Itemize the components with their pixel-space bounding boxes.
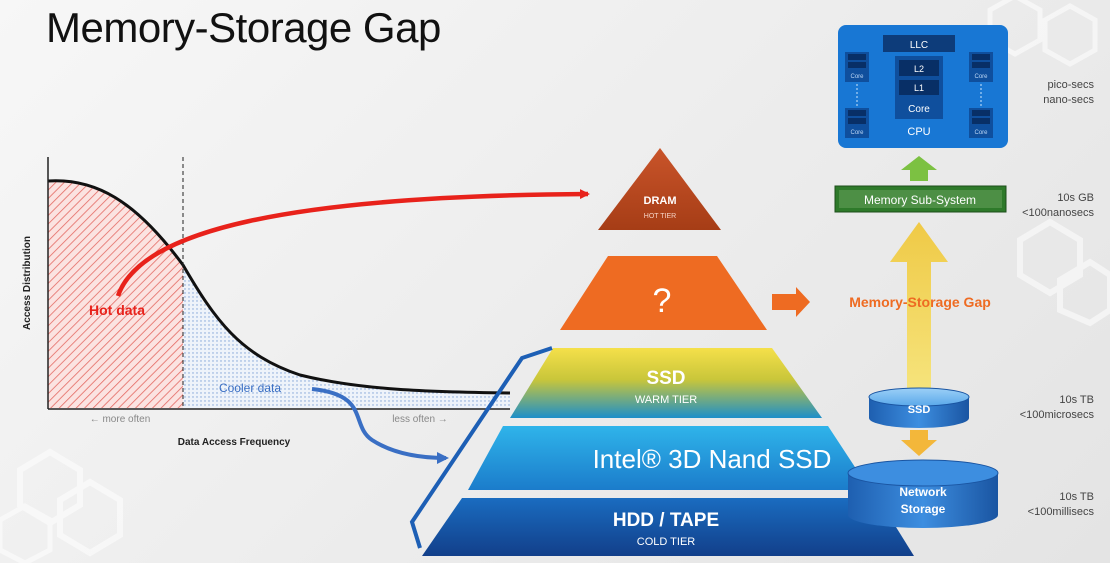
storage-pyramid: DRAM HOT TIER ? SSD WARM TIER Intel® 3D …: [409, 148, 914, 556]
cooler-data-arrow: [311, 387, 449, 464]
dram-sublabel: HOT TIER: [644, 213, 676, 220]
latency-annotations: pico-secs nano-secs 10s GB <100nanosecs …: [1020, 79, 1095, 518]
hot-data-region: [48, 180, 183, 408]
main-l1-label: L1: [914, 83, 924, 93]
slide-title: Memory-Storage Gap: [46, 4, 441, 51]
hdd-tape-label: HDD / TAPE: [613, 510, 719, 531]
yellow-down-arrow: [901, 430, 937, 456]
small-core-label: Core: [850, 130, 864, 136]
llc-block: [883, 35, 955, 52]
small-core-top-right: Core: [969, 52, 993, 82]
green-up-arrow: [901, 156, 937, 181]
dram-label: DRAM: [644, 195, 677, 207]
ssd-cylinder-label: SSD: [908, 404, 931, 416]
small-core-label: Core: [974, 130, 988, 136]
cpu-latency-line1: pico-secs: [1048, 79, 1095, 91]
ssd-tier-sublabel: WARM TIER: [635, 394, 697, 406]
ssd-cylinder-icon: SSD: [868, 387, 970, 428]
hot-data-arrow: [115, 189, 590, 297]
lower-tiers-bracket: [409, 346, 553, 549]
less-often-label: less often →: [392, 414, 448, 425]
access-distribution-chart: Access Distribution Data Access Frequenc…: [22, 157, 590, 464]
cool-data-region: [183, 265, 510, 408]
main-l1-block: [899, 80, 939, 95]
ssd-tier-label: SSD: [646, 368, 685, 389]
main-l2-block: [899, 60, 939, 76]
small-core-top-left: Core: [845, 52, 869, 82]
intel-3d-nand-tier: [468, 426, 870, 490]
hot-data-label: Hot data: [89, 302, 145, 318]
small-core-label: Core: [850, 74, 864, 80]
small-core-label: Core: [974, 74, 988, 80]
small-core-bottom-right: Core: [969, 108, 993, 138]
dram-tier: [598, 148, 721, 230]
ssd-capacity: 10s TB: [1059, 394, 1094, 406]
cooler-data-label: Cooler data: [219, 381, 281, 395]
hdd-tape-tier: [422, 498, 914, 556]
network-capacity: 10s TB: [1059, 491, 1094, 503]
cpu-label: CPU: [907, 126, 930, 138]
ssd-latency: <100microsecs: [1020, 409, 1095, 421]
ssd-warm-tier: [510, 348, 822, 418]
memory-chip-strip: [839, 190, 1002, 208]
memory-subsystem-label: Memory Sub-System: [864, 193, 976, 207]
main-l2-label: L2: [914, 64, 924, 74]
memory-storage-gap-tier: [560, 256, 767, 330]
yellow-up-arrow: [890, 222, 948, 388]
llc-label: LLC: [910, 40, 928, 51]
small-core-bottom-left: Core: [845, 108, 869, 138]
network-storage-cylinder-icon: Network Storage: [847, 459, 999, 528]
more-often-label: ← more often: [90, 414, 151, 425]
network-storage-label-line1: Network: [899, 485, 947, 499]
orange-right-arrow: [772, 287, 810, 317]
network-latency: <100millisecs: [1028, 506, 1095, 518]
gap-question-mark: ?: [653, 282, 672, 320]
memory-latency: <100nanosecs: [1022, 207, 1094, 219]
intel-3d-nand-label: Intel® 3D Nand SSD: [593, 444, 832, 474]
cpu-latency-line2: nano-secs: [1043, 94, 1094, 106]
hdd-tape-sublabel: COLD TIER: [637, 536, 696, 548]
y-axis-label: Access Distribution: [22, 236, 33, 330]
memory-capacity: 10s GB: [1057, 192, 1094, 204]
main-core-label: Core: [908, 104, 930, 115]
memory-storage-gap-label: Memory-Storage Gap: [849, 294, 991, 310]
distribution-curve: [47, 179, 511, 395]
x-axis-label: Data Access Frequency: [178, 437, 291, 448]
memory-hierarchy: LLC L2 L1 Core CPU Core Core Core: [772, 25, 1008, 528]
network-storage-label-line2: Storage: [901, 502, 946, 516]
